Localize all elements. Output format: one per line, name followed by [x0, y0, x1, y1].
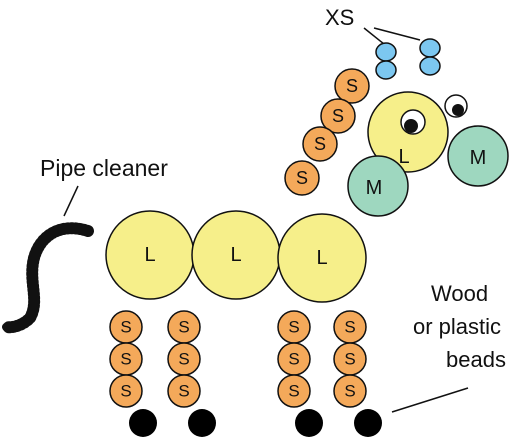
body-bead-l-3-label: L [316, 247, 327, 269]
leg-2-hoof [188, 409, 216, 437]
eye-right-pupil [452, 104, 464, 116]
medium-bead-right [447, 125, 509, 187]
leg-4-bead-s-3-label: S [344, 382, 355, 401]
xs-bead-left-bottom [375, 60, 397, 80]
neck-bead-s-1 [334, 68, 370, 104]
xs-label: XS [325, 5, 354, 30]
neck-beads: S S S S [284, 68, 370, 196]
wood-label-line1: Wood [431, 281, 488, 306]
body-bead-l-2-label: L [230, 244, 241, 266]
xs-bead-left-top [375, 42, 397, 62]
eye-left-pupil [404, 119, 418, 133]
leg-4-bead-s-3 [333, 374, 367, 408]
leg-1-bead-s-3 [109, 374, 143, 408]
body-bead-l-1-label: L [144, 244, 155, 266]
leg-3-bead-s-3-label: S [288, 382, 299, 401]
pipe-cleaner-label: Pipe cleaner [40, 155, 168, 181]
leg-1-bead-s-1-label: S [120, 318, 131, 337]
leg-3: S S S [277, 310, 323, 437]
pipe-cleaner-callout-line [63, 185, 79, 217]
leg-1-bead-s-2-label: S [120, 350, 131, 369]
leg-4-bead-s-2-label: S [344, 350, 355, 369]
leg-1-bead-s-3-label: S [120, 382, 131, 401]
leg-2-bead-s-3 [167, 374, 201, 408]
medium-bead-right-label: M [470, 147, 487, 169]
xs-callout-line-right [373, 27, 421, 41]
neck-bead-s-4 [284, 160, 320, 196]
pipe-cleaner-fuzz [0, 222, 94, 334]
leg-2-bead-s-3-label: S [178, 382, 189, 401]
leg-1-hoof [129, 409, 157, 437]
leg-3-bead-s-1-label: S [288, 318, 299, 337]
body-beads: L L L [105, 210, 367, 303]
leg-3-hoof [295, 409, 323, 437]
xs-bead-right-top [419, 38, 441, 58]
neck-bead-s-4-label: S [296, 168, 308, 188]
neck-bead-s-2 [320, 98, 356, 134]
leg-2-bead-s-2-label: S [178, 350, 189, 369]
leg-2-bead-s-1-label: S [178, 318, 189, 337]
body-bead-l-3 [277, 213, 367, 303]
leg-2: S S S [167, 310, 216, 437]
neck-bead-s-1-label: S [346, 76, 358, 96]
leg-4: S S S [333, 310, 382, 437]
xs-ear-beads [375, 38, 441, 80]
neck-bead-s-3 [302, 126, 338, 162]
xs-bead-right-bottom [419, 56, 441, 76]
leg-3-bead-s-3 [277, 374, 311, 408]
leg-1: S S S [109, 310, 157, 437]
leg-3-bead-s-2-label: S [288, 350, 299, 369]
medium-bead-left-label: M [366, 177, 383, 199]
medium-bead-left [347, 155, 409, 217]
leg-4-hoof [354, 409, 382, 437]
neck-bead-s-2-label: S [332, 106, 344, 126]
leg-4-bead-s-1-label: S [344, 318, 355, 337]
xs-callout-line-left [363, 27, 385, 45]
wood-label-line3: beads [446, 347, 506, 372]
wood-label-line2: or plastic [413, 314, 501, 339]
beads-callout-line [391, 387, 469, 413]
eyes [400, 94, 468, 135]
head-bead-l-label: L [398, 146, 409, 168]
neck-bead-s-3-label: S [314, 134, 326, 154]
